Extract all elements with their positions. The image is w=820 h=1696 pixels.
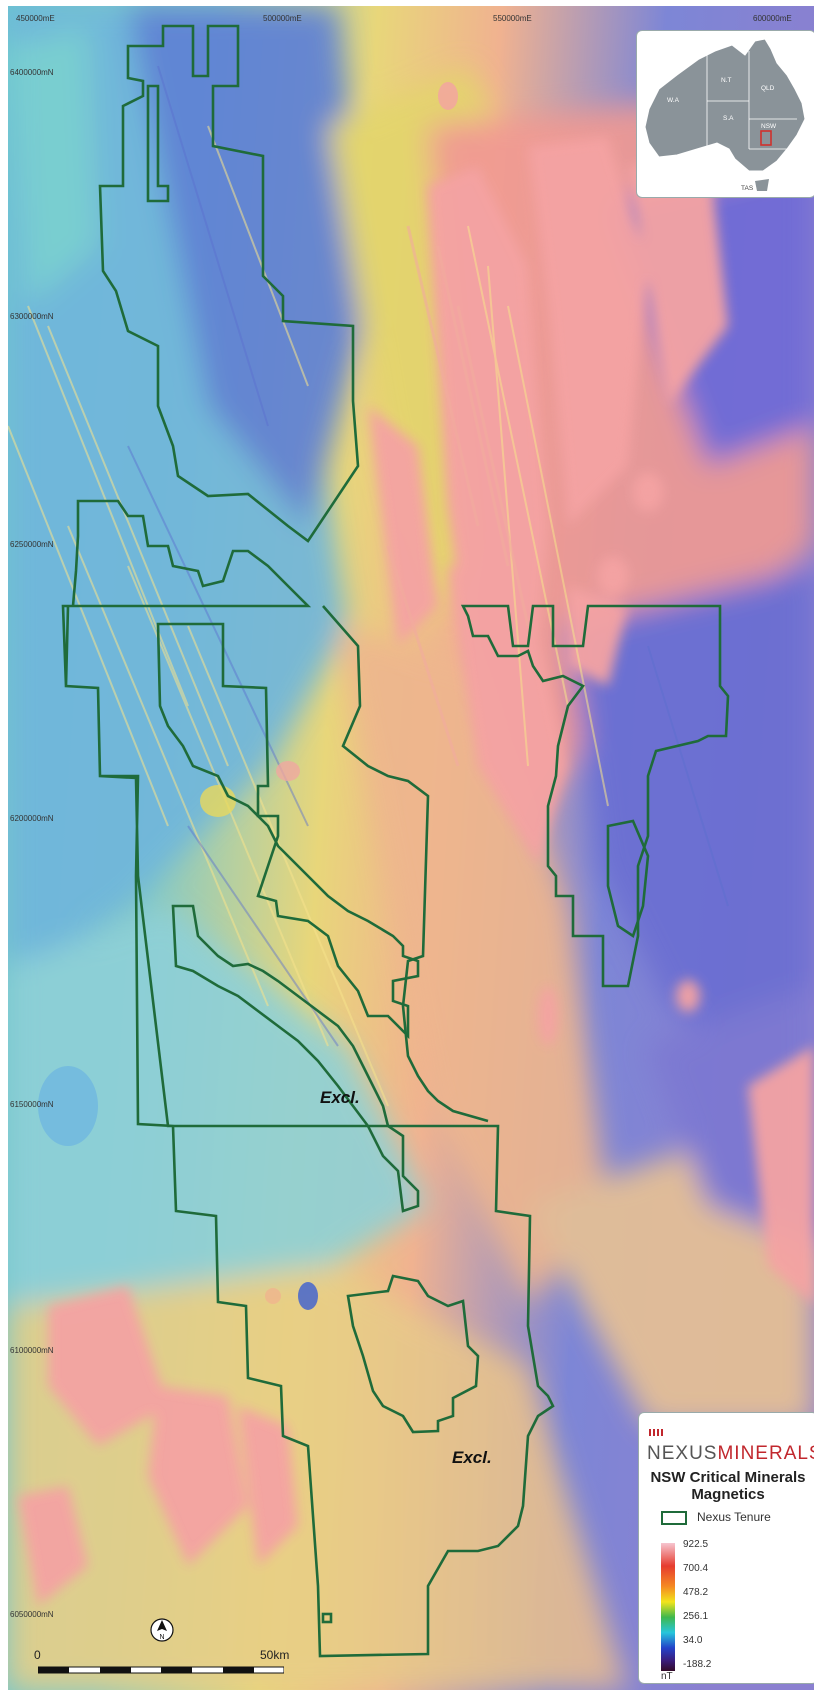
northing-label: 6200000mN xyxy=(10,814,54,823)
brand-logo: NEXUSMINERALS xyxy=(647,1443,814,1465)
north-label: N xyxy=(159,1634,164,1641)
magnetics-map[interactable]: 450000mE 500000mE 550000mE 600000mE 6400… xyxy=(8,6,814,1690)
north-arrow-icon: N xyxy=(150,1618,174,1642)
brand-mark-icon xyxy=(649,1429,667,1436)
state-label: NSW xyxy=(761,123,777,130)
scale-tick: 34.0 xyxy=(683,1635,703,1646)
legend-title-line-2: Magnetics xyxy=(691,1486,765,1503)
tenure-label: Nexus Tenure xyxy=(697,1510,771,1524)
australia-outline xyxy=(644,38,806,191)
scale-start-label: 0 xyxy=(34,1648,41,1662)
state-label: QLD xyxy=(761,85,775,92)
easting-label: 450000mE xyxy=(16,14,55,23)
northing-label: 6400000mN xyxy=(10,68,54,77)
state-label: TAS xyxy=(741,185,754,192)
exclusion-label: Excl. xyxy=(320,1088,360,1107)
legend-title-line-1: NSW Critical Minerals xyxy=(650,1469,806,1486)
scale-unit: nT xyxy=(661,1671,673,1682)
scale-tick: -188.2 xyxy=(683,1659,712,1670)
tenure-swatch xyxy=(661,1511,687,1525)
brand-part-2: MINERALS xyxy=(717,1443,814,1464)
easting-label: 600000mE xyxy=(753,14,792,23)
scale-tick: 478.2 xyxy=(683,1587,709,1598)
brand-part-1: NEXUS xyxy=(647,1443,718,1464)
easting-label: 500000mE xyxy=(263,14,302,23)
northing-label: 6100000mN xyxy=(10,1346,54,1355)
map-graphic xyxy=(8,6,814,1690)
easting-label: 550000mE xyxy=(493,14,532,23)
legend-title: NSW Critical Minerals Magnetics xyxy=(639,1469,814,1503)
location-inset: W.A N.T QLD S.A NSW TAS xyxy=(636,30,814,198)
northing-label: 6150000mN xyxy=(10,1100,54,1109)
magnetic-color-scale xyxy=(661,1543,675,1671)
study-area-marker xyxy=(760,130,772,146)
scale-bar-graphic xyxy=(38,1666,284,1674)
northing-label: 6050000mN xyxy=(10,1610,54,1619)
northing-label: 6300000mN xyxy=(10,312,54,321)
northing-label: 6250000mN xyxy=(10,540,54,549)
state-label: N.T xyxy=(721,77,732,84)
state-label: S.A xyxy=(723,115,734,122)
scale-tick: 256.1 xyxy=(683,1611,709,1622)
scale-tick: 700.4 xyxy=(683,1563,709,1574)
exclusion-label: Excl. xyxy=(452,1448,492,1467)
scale-end-label: 50km xyxy=(260,1648,290,1662)
legend-panel: NEXUSMINERALS NSW Critical Minerals Magn… xyxy=(638,1412,814,1684)
state-label: W.A xyxy=(667,97,679,104)
scale-tick: 922.5 xyxy=(683,1539,709,1550)
